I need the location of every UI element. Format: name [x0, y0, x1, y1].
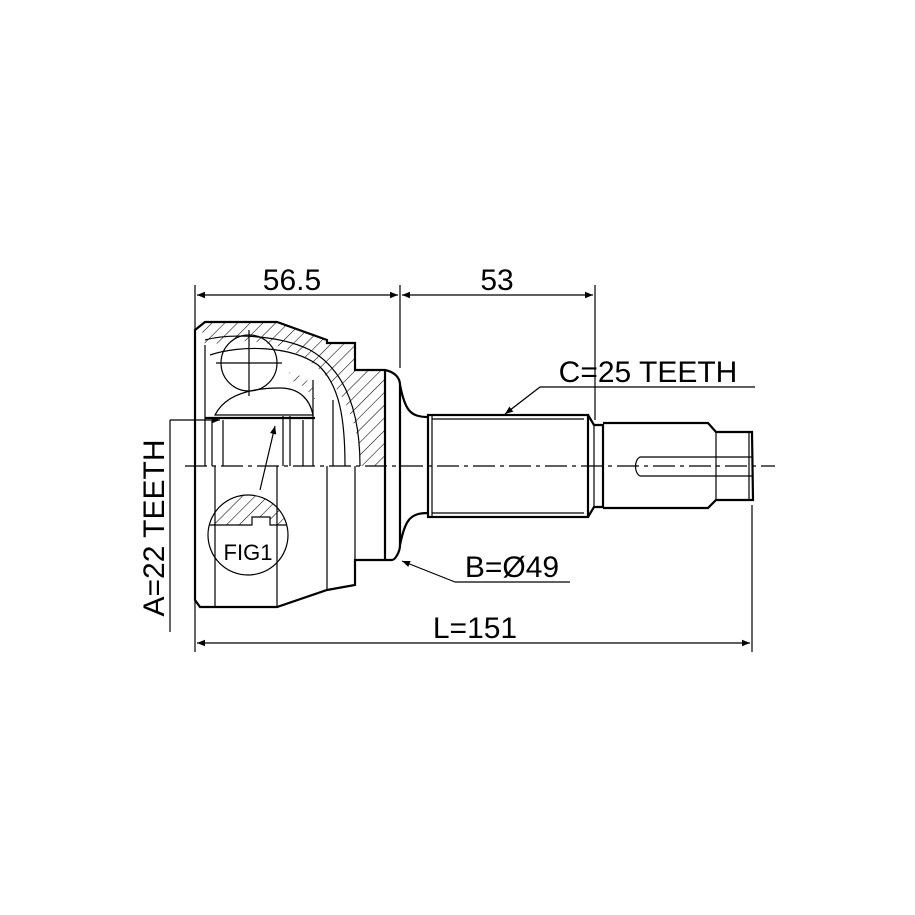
fig1-label: FIG1 — [224, 540, 273, 565]
housing-length-label: 56.5 — [263, 264, 321, 297]
inner-teeth-label: A=22 TEETH — [138, 439, 171, 616]
ball — [216, 330, 282, 396]
housing-outline — [193, 320, 402, 609]
shaft-length-label: 53 — [480, 264, 513, 297]
fig1-detail: FIG1 — [207, 494, 289, 576]
housing-section — [200, 322, 385, 466]
neck-top — [398, 384, 429, 419]
neck-bottom — [398, 511, 429, 546]
dimensions — [169, 285, 755, 652]
abs-ring-label: B=Ø49 — [465, 551, 559, 584]
outer-teeth-label: C=25 TEETH — [559, 356, 738, 389]
total-length-label: L=151 — [433, 612, 517, 645]
